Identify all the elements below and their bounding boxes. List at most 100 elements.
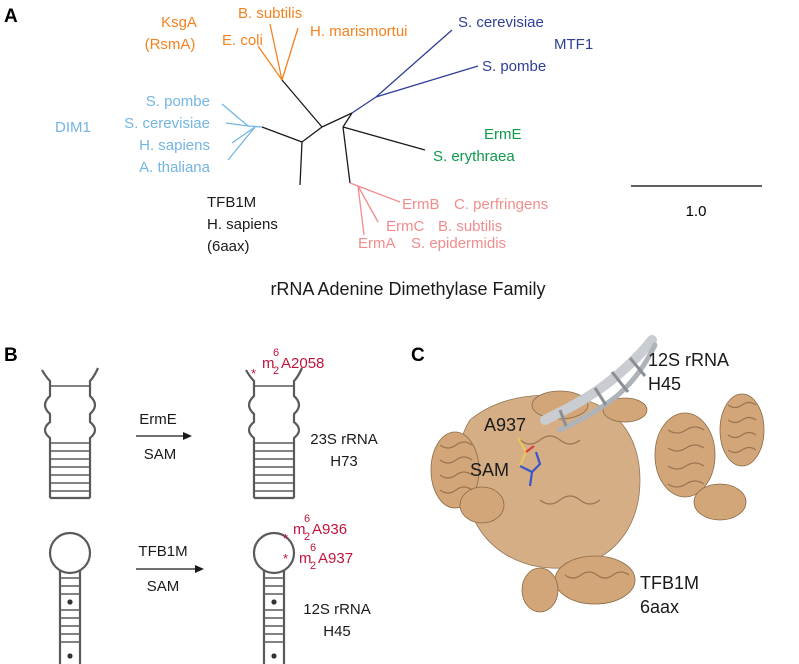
mod-site-a937: A937 bbox=[318, 550, 353, 567]
tree-branch-to-tfb1m bbox=[299, 141, 303, 186]
ermb-label: ErmB bbox=[402, 196, 440, 213]
rna-12s-label-b: 12S rRNA bbox=[303, 601, 371, 618]
protein-tfb1m-label: TFB1M bbox=[640, 573, 699, 593]
protein-6aax-label: 6aax bbox=[640, 597, 679, 617]
mod-m-a937: m bbox=[299, 550, 312, 567]
modification-star-a937: * bbox=[283, 551, 288, 566]
hairpin-h73-modified bbox=[245, 367, 304, 500]
mod-sup-a2058: 6 bbox=[273, 347, 279, 359]
tree-branch-to-erme-node bbox=[342, 112, 353, 128]
tree-leaf-spombe-mtf1 bbox=[375, 65, 479, 98]
arrowhead-tfb1m bbox=[195, 565, 204, 573]
species-bsubtilis-erm: B. subtilis bbox=[438, 218, 502, 235]
gu-pair-dot-1 bbox=[67, 599, 73, 605]
tree-leaf-bsubtilis bbox=[269, 23, 283, 81]
tree-branch-dim1 bbox=[247, 125, 263, 128]
tree-leaf-spombe-dim1 bbox=[221, 103, 249, 127]
helix-coils bbox=[439, 401, 757, 579]
tree-leaf-ecoli bbox=[257, 45, 283, 81]
mtf1-label: MTF1 bbox=[554, 36, 593, 53]
species-bsubtilis-ksga: B. subtilis bbox=[238, 5, 302, 22]
cofactor-sam-bottom: SAM bbox=[147, 578, 180, 595]
species-sepidermidis: S. epidermidis bbox=[411, 235, 506, 252]
ksga-label: KsgA bbox=[161, 14, 197, 31]
species-hsapiens-dim1: H. sapiens bbox=[139, 137, 210, 154]
mod-sub-a937: 2 bbox=[310, 560, 316, 572]
hairpin-h45-unmodified bbox=[48, 531, 92, 664]
sam-structure-label: SAM bbox=[470, 460, 509, 480]
tree-branch-root bbox=[321, 112, 353, 128]
arrowhead-erme bbox=[183, 432, 192, 440]
species-hmarismortui: H. marismortui bbox=[310, 23, 408, 40]
protein-ribbon-tfb1m bbox=[430, 390, 765, 613]
panel-b: B bbox=[4, 345, 378, 664]
enzyme-erme-label: ErmE bbox=[139, 411, 177, 428]
tree-branch-to-dim1 bbox=[261, 126, 303, 143]
tree-leaf-ermb bbox=[357, 185, 401, 203]
panel-c: C bbox=[411, 335, 765, 617]
species-ecoli: E. coli bbox=[222, 32, 263, 49]
species-cperfringens: C. perfringens bbox=[454, 196, 548, 213]
panel-a-title: rRNA Adenine Dimethylase Family bbox=[270, 279, 545, 299]
species-spombe-mtf1: S. pombe bbox=[482, 58, 546, 75]
erma-label: ErmA bbox=[358, 235, 396, 252]
ermc-label: ErmC bbox=[386, 218, 424, 235]
species-athaliana: A. thaliana bbox=[139, 159, 211, 176]
tree-branch-to-ksga bbox=[281, 79, 323, 128]
gu-pair-dot-2 bbox=[67, 653, 73, 659]
erme-label: ErmE bbox=[484, 126, 522, 143]
tree-leaf-ermc bbox=[357, 185, 379, 223]
species-spombe-dim1: S. pombe bbox=[146, 93, 210, 110]
pdb-6aax-label: (6aax) bbox=[207, 238, 250, 255]
mod-sub-a2058: 2 bbox=[273, 365, 279, 377]
mod-sub-a936: 2 bbox=[304, 531, 310, 543]
tree-branch-erme bbox=[342, 126, 426, 151]
tree-branch-center bbox=[301, 126, 323, 143]
rsma-label: (RsmA) bbox=[145, 36, 196, 53]
dim1-label: DIM1 bbox=[55, 119, 91, 136]
hairpin-h45-modified bbox=[252, 531, 296, 664]
sam-ligand-sticks bbox=[517, 437, 542, 487]
cofactor-sam-top: SAM bbox=[144, 446, 177, 463]
tree-leaf-erma bbox=[357, 185, 365, 236]
species-scerevisiae-dim1: S. cerevisiae bbox=[124, 115, 210, 132]
mod-site-a936: A936 bbox=[312, 521, 347, 538]
tree-leaf-hmarismortui bbox=[281, 27, 299, 81]
panel-c-letter: C bbox=[411, 345, 425, 366]
tree-branch-to-erm bbox=[342, 126, 351, 184]
phylogenetic-tree bbox=[221, 23, 479, 236]
panel-a-letter: A bbox=[4, 6, 18, 27]
mod-sup-a937: 6 bbox=[310, 542, 316, 554]
mod-m-a2058: m bbox=[262, 355, 275, 372]
rna-h45-label-c: H45 bbox=[648, 374, 681, 394]
tree-leaf-scerevisiae-mtf1 bbox=[375, 29, 453, 98]
tree-leaf-scerevisiae-dim1 bbox=[225, 122, 249, 127]
scale-bar-label: 1.0 bbox=[686, 203, 707, 220]
modification-star-a2058: * bbox=[251, 366, 256, 381]
gu-pair-dot-3 bbox=[271, 599, 277, 605]
rna-h45-label-b: H45 bbox=[323, 623, 351, 640]
tree-branch-erm bbox=[349, 182, 359, 187]
enzyme-tfb1m-label: TFB1M bbox=[138, 543, 187, 560]
rna-h73-label: H73 bbox=[330, 453, 358, 470]
species-serythraea: S. erythraea bbox=[433, 148, 515, 165]
rna-12s-label-c: 12S rRNA bbox=[648, 350, 729, 370]
mod-site-a2058: A2058 bbox=[281, 355, 324, 372]
species-scerevisiae-mtf1: S. cerevisiae bbox=[458, 14, 544, 31]
species-hsapiens-tfb1m: H. sapiens bbox=[207, 216, 278, 233]
hairpin-h73-unmodified bbox=[41, 367, 100, 500]
panel-b-letter: B bbox=[4, 345, 18, 366]
rna-23s-label: 23S rRNA bbox=[310, 431, 378, 448]
tfb1m-tree-label: TFB1M bbox=[207, 194, 256, 211]
tree-leaf-hsapiens-dim1 bbox=[231, 126, 256, 144]
rna-helix-h45 bbox=[540, 335, 658, 433]
tree-leaf-athaliana bbox=[227, 126, 256, 161]
residue-a937-label: A937 bbox=[484, 415, 526, 435]
modification-star-a936: * bbox=[283, 531, 288, 546]
gu-pair-dot-4 bbox=[271, 653, 277, 659]
tree-branch-mtf1 bbox=[351, 96, 377, 114]
mod-m-a936: m bbox=[293, 521, 306, 538]
mod-sup-a936: 6 bbox=[304, 513, 310, 525]
